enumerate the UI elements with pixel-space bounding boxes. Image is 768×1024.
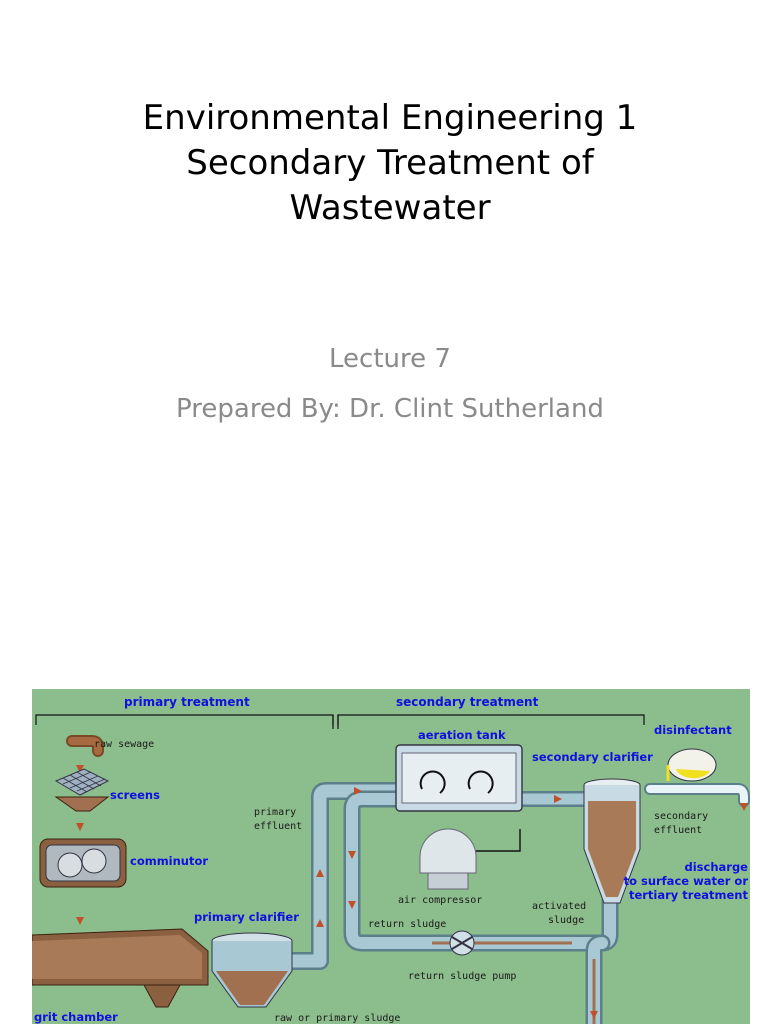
return-sludge-pump <box>449 930 475 956</box>
title-line-1: Environmental Engineering 1 <box>142 98 638 138</box>
grit-chamber-unit <box>32 928 209 1008</box>
label-comminutor: comminutor <box>130 854 208 868</box>
disinfectant-tank <box>666 748 717 782</box>
author-line: Prepared By: Dr. Clint Sutherland <box>176 394 604 424</box>
label-raw-primary-sludge: raw or primary sludge <box>274 1013 400 1024</box>
slide-title: Environmental Engineering 1 Secondary Tr… <box>0 96 768 231</box>
label-primary-clarifier: primary clarifier <box>194 910 299 924</box>
label-return-sludge-pump: return sludge pump <box>408 971 516 982</box>
label-activated-sludge-2: sludge <box>548 915 584 926</box>
label-discharge-1: discharge <box>685 860 749 874</box>
label-air-compressor: air compressor <box>398 895 482 906</box>
label-activated-sludge-1: activated <box>532 901 586 912</box>
label-discharge-2: to surface water or <box>624 874 749 888</box>
title-line-2: Secondary Treatment of <box>186 143 594 183</box>
label-discharge-3: tertiary treatment <box>629 888 749 902</box>
title-line-3: Wastewater <box>289 188 491 228</box>
label-disinfectant: disinfectant <box>654 723 732 737</box>
slide-subtitle: Lecture 7 Prepared By: Dr. Clint Sutherl… <box>0 334 768 434</box>
label-return-sludge: return sludge <box>368 919 446 930</box>
comminutor-unit <box>39 838 127 888</box>
air-compressor-unit <box>419 828 521 890</box>
label-secondary-clarifier: secondary clarifier <box>532 750 653 764</box>
lecture-number: Lecture 7 <box>329 344 451 374</box>
label-screens: screens <box>110 788 160 802</box>
aeration-tank-unit <box>395 744 523 812</box>
label-grit-chamber: grit chamber <box>34 1010 118 1024</box>
screens-unit <box>54 768 110 812</box>
label-secondary-effluent-2: effluent <box>654 825 702 836</box>
label-primary-effluent-2: effluent <box>254 821 302 832</box>
label-aeration-tank: aeration tank <box>418 728 506 742</box>
pipes <box>66 735 750 1024</box>
label-primary-effluent-1: primary <box>254 807 296 818</box>
secondary-treatment-header: secondary treatment <box>396 695 539 709</box>
section-brackets <box>35 714 645 729</box>
secondary-clarifier-unit <box>583 778 641 904</box>
primary-clarifier-unit <box>211 932 293 1008</box>
label-raw-sewage: raw sewage <box>94 739 154 750</box>
primary-treatment-header: primary treatment <box>124 695 250 709</box>
label-secondary-effluent-1: secondary <box>654 811 708 822</box>
wastewater-treatment-diagram: primary treatment secondary treatment <box>32 689 750 1024</box>
